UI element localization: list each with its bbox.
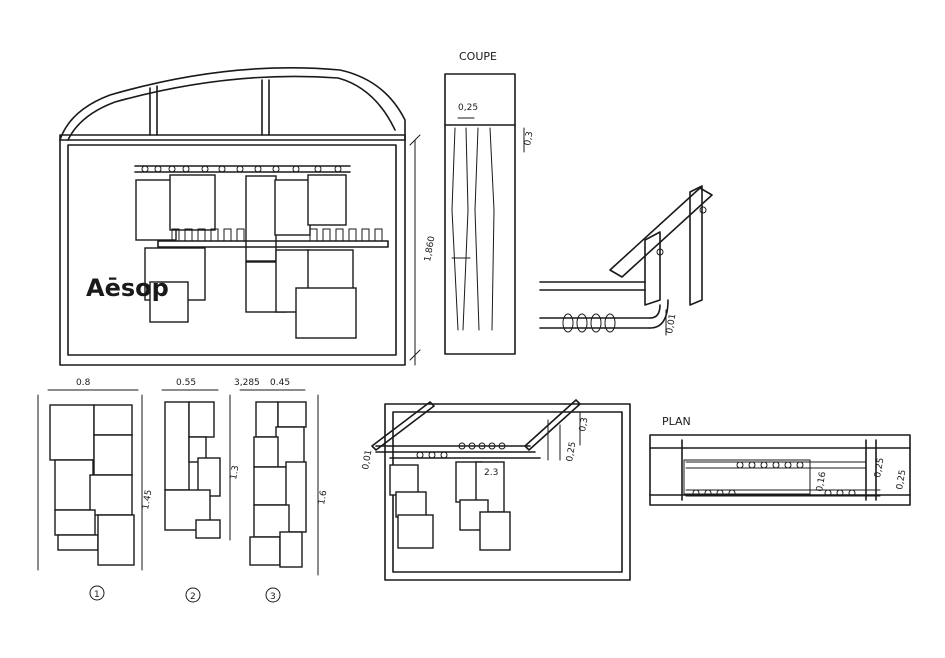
facade-height-dim: 1,860: [423, 235, 437, 262]
section-drop-dim: 0,3: [523, 131, 535, 147]
section-bar-dim: 0,25: [458, 103, 478, 113]
plan-c-dim: 0,25: [895, 469, 908, 490]
perspective-drawing: 2.3 0,3 0,25 0,01: [361, 399, 631, 581]
plan-rings: [692, 461, 856, 497]
persp-rings: [416, 442, 506, 459]
panel1-width-dim: 0.8: [76, 378, 91, 388]
plan-a-dim: 0,16: [815, 471, 828, 493]
persp-tube-dim: 0,01: [361, 449, 374, 470]
panel-number-1: 1: [94, 590, 100, 600]
persp-span-dim: 2.3: [484, 468, 498, 478]
persp-depth-dim: 0,25: [565, 441, 578, 462]
plan-label: PLAN: [662, 415, 691, 428]
panel1-height-dim: 1.45: [141, 489, 154, 510]
panel3-height-dim: 1.6: [317, 489, 329, 505]
brand-logo: Aēsop: [86, 274, 169, 302]
detail-tube-dim: 0,01: [665, 313, 678, 334]
panel3-gap-dim: 3,285: [234, 378, 260, 388]
rail-rings: [141, 165, 342, 173]
panel2-width-dim: 0.55: [176, 378, 196, 388]
panel-number-2: 2: [190, 592, 196, 602]
panel-elevations: 0.8 0.55 3,285 0.45 1.45 1 1.3 2: [37, 378, 329, 603]
facade-elevation: Aēsop 1,860: [59, 67, 437, 366]
panel-number-3: 3: [270, 592, 276, 602]
panel2-height-dim: 1.3: [229, 465, 241, 481]
plan-drawing: PLAN 0,16 0,25 0,25: [649, 415, 911, 506]
product-bottles: [171, 228, 383, 242]
bracket-detail: 0,01: [539, 185, 713, 336]
section-label: COUPE: [459, 50, 497, 63]
persp-drop-dim: 0,3: [578, 417, 590, 433]
panel3-width-dim: 0.45: [270, 378, 290, 388]
plan-b-dim: 0,25: [873, 457, 886, 478]
section-drawing: COUPE 0,25 0,3: [444, 50, 535, 355]
